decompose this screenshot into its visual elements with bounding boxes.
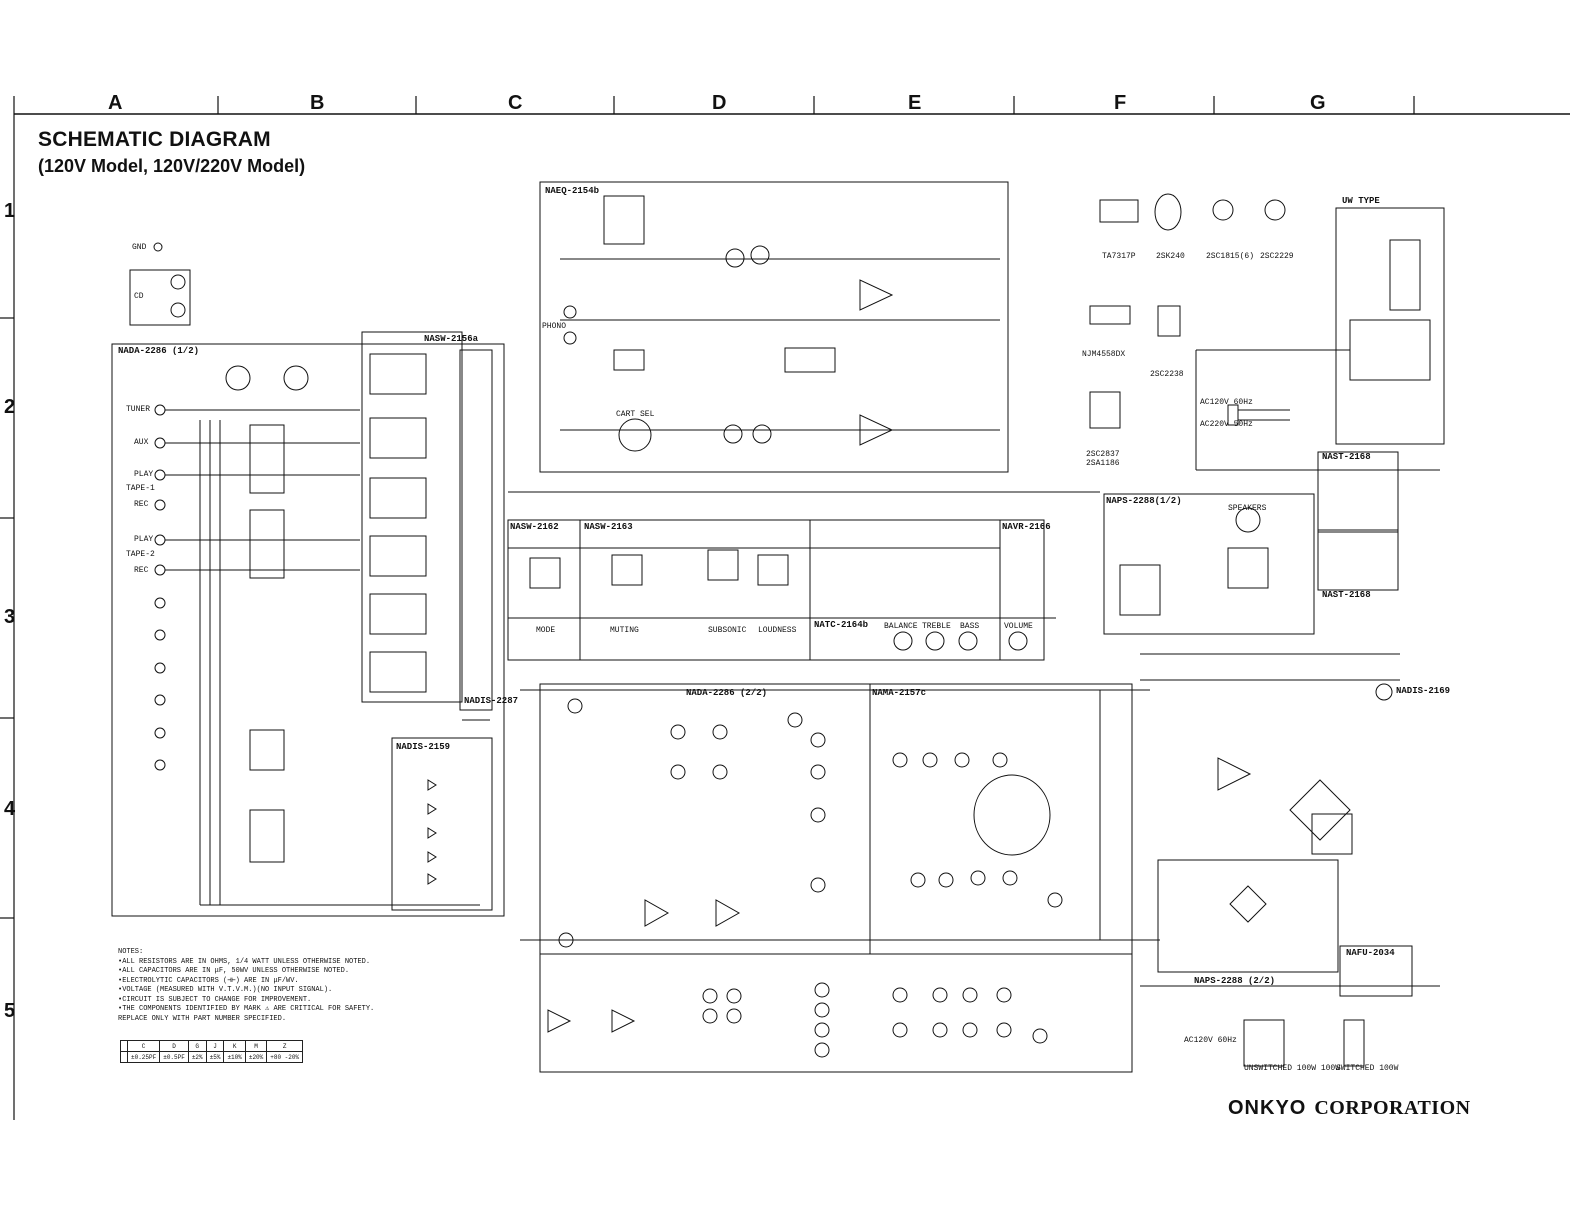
note-line: •THE COMPONENTS IDENTIFIED BY MARK ⚠ ARE… [118, 1005, 375, 1013]
board-nast1-label: NAST-2168 [1322, 452, 1371, 462]
grid-col-e: E [908, 92, 922, 114]
board-natc-label: NATC-2164b [814, 620, 869, 630]
control-balance-label: BALANCE [884, 622, 918, 631]
control-bass-label: BASS [960, 622, 980, 631]
board-nadis2169-label: NADIS-2169 [1396, 686, 1451, 696]
board-nama-label: NAMA-2157c [872, 688, 927, 698]
part-ac120v-bottom-label: AC120V 60Hz [1184, 1036, 1237, 1045]
input-rec2-label: REC [134, 566, 149, 575]
table-cell: Z [266, 1040, 304, 1052]
table-cell: ±0.25PF [126, 1051, 161, 1063]
control-cart-sel-label: CART SEL [616, 410, 655, 419]
input-play1-label: PLAY [134, 470, 154, 479]
table-cell [120, 1051, 128, 1063]
grid-row-2: 2 [4, 396, 16, 418]
grid-col-g: G [1310, 92, 1326, 114]
notes-block: NOTES: •ALL RESISTORS ARE IN OHMS, 1/4 W… [118, 948, 418, 1024]
grid-col-d: D [712, 92, 727, 114]
control-mode-label: MODE [536, 626, 556, 635]
table-cell: G [187, 1040, 207, 1052]
page-title: SCHEMATIC DIAGRAM [38, 128, 271, 151]
grid-col-f: F [1114, 92, 1127, 114]
part-switched-label: SWITCHED 100W [1336, 1064, 1399, 1073]
page-subtitle: (120V Model, 120V/220V Model) [38, 156, 306, 176]
table-cell: K [223, 1040, 246, 1052]
board-naps1-label: NAPS-2288(1/2) [1106, 496, 1182, 506]
input-gnd-label: GND [132, 243, 147, 252]
board-naeq-label: NAEQ-2154b [545, 186, 600, 196]
grid-col-b: B [310, 92, 325, 114]
table-row: C D G J K M Z [120, 1040, 304, 1052]
part-ac120v-label: AC120V 60Hz [1200, 398, 1253, 407]
table-cell: ±20% [244, 1051, 268, 1063]
board-nasw2163-label: NASW-2163 [584, 522, 633, 532]
control-phono-label: PHONO [542, 322, 567, 331]
control-subsonic-label: SUBSONIC [708, 626, 747, 635]
table-cell: +80 -20% [266, 1051, 304, 1063]
control-loudness-label: LOUDNESS [758, 626, 797, 635]
control-treble-label: TREBLE [922, 622, 951, 631]
table-row: ±0.25PF ±0.5PF ±2% ±5% ±10% ±20% +80 -20… [120, 1051, 304, 1063]
board-nada1-label: NADA-2286 (1/2) [118, 346, 200, 356]
table-cell: ±2% [187, 1051, 207, 1063]
table-cell: ±0.5PF [159, 1051, 189, 1063]
control-speakers-label: SPEAKERS [1228, 504, 1267, 513]
part-2sk240-label: 2SK240 [1156, 252, 1185, 261]
board-nadis2159-label: NADIS-2159 [396, 742, 451, 752]
table-cell: ±10% [223, 1051, 246, 1063]
input-tuner-label: TUNER [126, 405, 151, 414]
part-ac220v-label: AC220V 50Hz [1200, 420, 1253, 429]
note-line: NOTES: [118, 948, 144, 956]
note-line: •VOLTAGE (MEASURED WITH V.T.V.M.)(NO INP… [118, 986, 333, 994]
note-line: •CIRCUIT IS SUBJECT TO CHANGE FOR IMPROV… [118, 995, 312, 1004]
board-naps2-label: NAPS-2288 (2/2) [1194, 976, 1276, 986]
input-rec1-label: REC [134, 500, 149, 509]
input-tape1-label: TAPE-1 [126, 484, 155, 493]
grid-row-1: 1 [4, 200, 16, 222]
input-cd-label: CD [134, 292, 144, 301]
table-cell: D [159, 1040, 189, 1052]
input-play2-label: PLAY [134, 535, 154, 544]
board-nada2-label: NADA-2286 (2/2) [686, 688, 768, 698]
note-line: REPLACE ONLY WITH PART NUMBER SPECIFIED. [118, 1014, 287, 1023]
board-nasw2162-label: NASW-2162 [510, 522, 559, 532]
table-cell: ±5% [205, 1051, 225, 1063]
board-navr-label: NAVR-2166 [1002, 522, 1051, 532]
part-njm4558-label: NJM4558DX [1082, 350, 1126, 359]
note-line: •ELECTROLYTIC CAPACITORS (⊣⊢) ARE IN μF/… [118, 976, 299, 985]
grid-row-3: 3 [4, 606, 16, 628]
part-2sc2229-label: 2SC2229 [1260, 252, 1294, 261]
grid-col-c: C [508, 92, 523, 114]
note-line: •ALL CAPACITORS ARE IN μF, 50WV UNLESS O… [118, 967, 350, 975]
control-volume-label: VOLUME [1004, 622, 1033, 631]
part-ta7317p-label: TA7317P [1102, 252, 1136, 261]
brand-logo-text: ONKYO [1228, 1097, 1307, 1119]
grid-col-a: A [108, 92, 123, 114]
grid-row-4: 4 [4, 798, 16, 820]
part-2sc2837-label: 2SC2837 [1086, 450, 1120, 459]
table-cell: J [205, 1040, 225, 1052]
board-nasw2156-label: NASW-2156a [424, 334, 479, 344]
manufacturer-footer: ONKYO CORPORATION [1228, 1097, 1471, 1120]
corporation-text: CORPORATION [1314, 1097, 1471, 1119]
control-muting-label: MUTING [610, 626, 639, 635]
part-2sa1186-label: 2SA1186 [1086, 459, 1120, 468]
part-2sc1815-label: 2SC1815(6) [1206, 252, 1255, 261]
part-unswitched-label: UNSWITCHED 100W 100W [1244, 1064, 1341, 1073]
input-aux-label: AUX [134, 438, 149, 447]
grid-row-5: 5 [4, 1000, 16, 1022]
note-line: •ALL RESISTORS ARE IN OHMS, 1/4 WATT UNL… [118, 957, 371, 966]
table-cell: C [126, 1040, 161, 1052]
table-cell: M [244, 1040, 268, 1052]
board-nafu-label: NAFU-2034 [1346, 948, 1395, 958]
board-nast2-label: NAST-2168 [1322, 590, 1371, 600]
input-tape2-label: TAPE-2 [126, 550, 155, 559]
tolerance-code-table: C D G J K M Z ±0.25PF ±0.5PF ±2% ±5% ±10… [120, 1040, 304, 1063]
board-uw-label: UW TYPE [1342, 196, 1380, 206]
part-2sc2238-label: 2SC2238 [1150, 370, 1184, 379]
table-cell [120, 1040, 128, 1052]
board-nadis2287-label: NADIS-2287 [464, 696, 519, 706]
